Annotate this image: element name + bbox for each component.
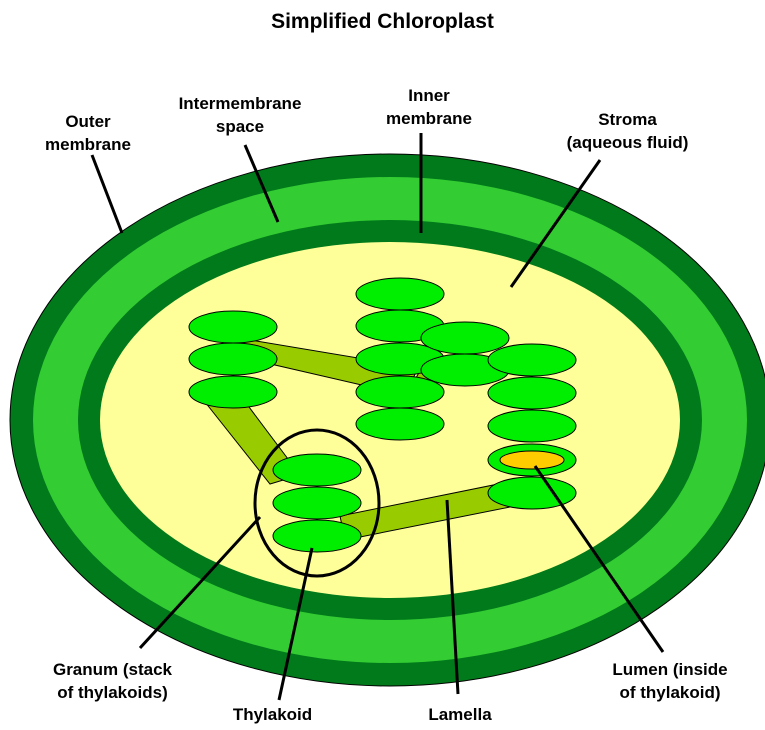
thylakoid (421, 322, 509, 354)
thylakoid (356, 278, 444, 310)
label-line: membrane (28, 133, 148, 156)
lumen (500, 451, 564, 469)
label-line: of thylakoids) (20, 681, 205, 704)
label-line: Intermembrane (155, 92, 325, 115)
thylakoid (273, 520, 361, 552)
label-line: space (155, 115, 325, 138)
thylakoid (189, 376, 277, 408)
label-thylakoid: Thylakoid (210, 703, 335, 726)
label-line: Granum (stack (20, 658, 205, 681)
thylakoid (273, 487, 361, 519)
thylakoid (356, 408, 444, 440)
label-line: Thylakoid (210, 703, 335, 726)
label-line: (aqueous fluid) (540, 131, 715, 154)
label-line: Inner (370, 84, 488, 107)
label-stroma: Stroma (aqueous fluid) (540, 108, 715, 154)
thylakoid (189, 311, 277, 343)
granum-right (488, 344, 576, 509)
granum-bottom (273, 454, 361, 552)
label-inner-membrane: Inner membrane (370, 84, 488, 130)
thylakoid (356, 376, 444, 408)
label-line: of thylakoid) (590, 681, 750, 704)
thylakoid (488, 344, 576, 376)
label-line: Outer (28, 110, 148, 133)
granum-center (356, 278, 444, 440)
label-line: Lamella (410, 703, 510, 726)
thylakoid (273, 454, 361, 486)
granum-left (189, 311, 277, 408)
thylakoid (488, 410, 576, 442)
label-lamella: Lamella (410, 703, 510, 726)
label-granum: Granum (stack of thylakoids) (20, 658, 205, 704)
label-outer-membrane: Outer membrane (28, 110, 148, 156)
label-line: Stroma (540, 108, 715, 131)
leader-line-outer-membrane (92, 155, 122, 233)
label-line: Lumen (inside (590, 658, 750, 681)
thylakoid (488, 377, 576, 409)
label-lumen: Lumen (inside of thylakoid) (590, 658, 750, 704)
label-line: membrane (370, 107, 488, 130)
label-intermembrane-space: Intermembrane space (155, 92, 325, 138)
thylakoid (189, 343, 277, 375)
